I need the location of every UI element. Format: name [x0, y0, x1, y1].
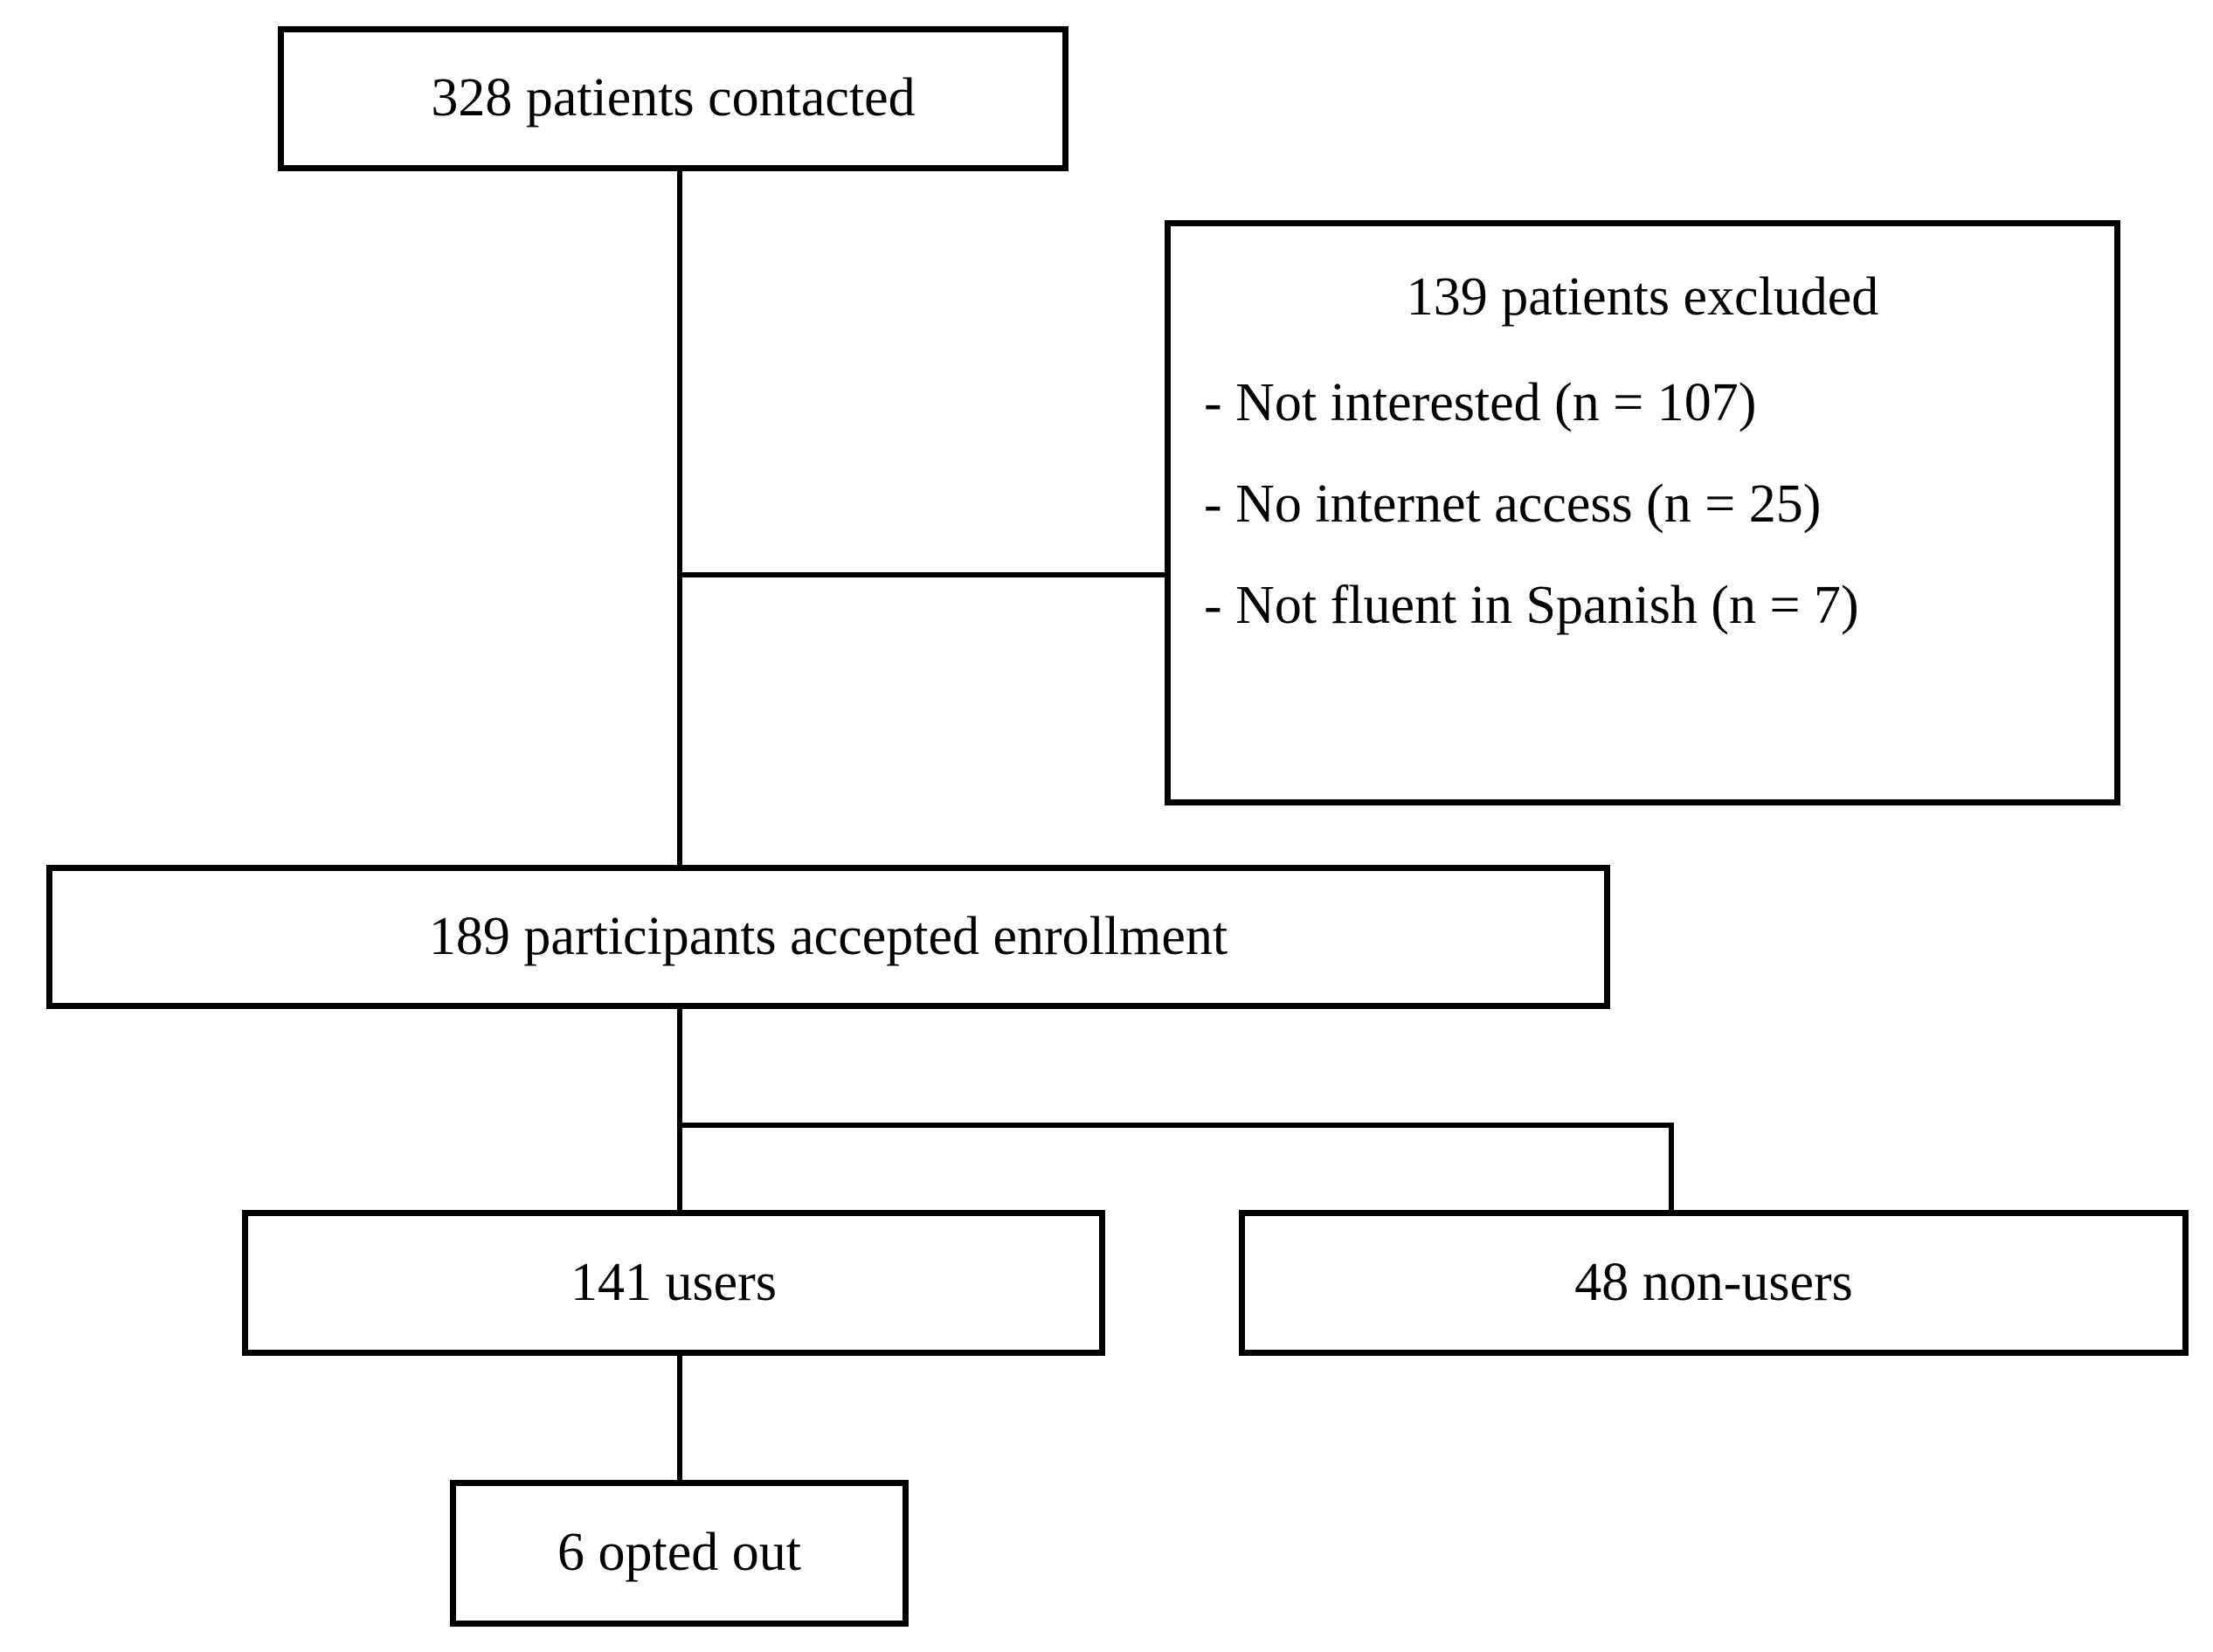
connector-enrolled-to-users [677, 1009, 682, 1210]
exclusion-reason-list: - Not interested (n = 107) - No internet… [1171, 376, 2114, 632]
exclusion-reason-item: - No internet access (n = 25) [1204, 474, 1822, 534]
node-participants-enrolled: 189 participants accepted enrollment [46, 865, 1610, 1009]
node-users-label: 141 users [571, 1252, 777, 1312]
connector-users-to-optedout [677, 1356, 682, 1482]
node-opted-out-label: 6 opted out [557, 1523, 801, 1583]
exclusion-reason-item: - Not fluent in Spanish (n = 7) [1204, 576, 1859, 635]
node-patients-contacted-label: 328 patients contacted [431, 68, 916, 128]
node-non-users: 48 non-users [1239, 1210, 2189, 1356]
exclusion-reason-item: - Not interested (n = 107) [1204, 373, 1757, 432]
connector-enrolled-split-bar [677, 1123, 1674, 1128]
node-patients-contacted: 328 patients contacted [278, 26, 1068, 171]
node-non-users-label: 48 non-users [1574, 1252, 1853, 1312]
node-participants-enrolled-label: 189 participants accepted enrollment [428, 906, 1228, 966]
node-patients-excluded: 139 patients excluded - Not interested (… [1165, 220, 2120, 805]
connector-contacted-to-enrolled [677, 171, 682, 865]
connector-contacted-to-excluded [677, 572, 1168, 577]
node-opted-out: 6 opted out [450, 1480, 909, 1627]
connector-enrolled-to-nonusers [1669, 1123, 1674, 1210]
node-patients-excluded-title: 139 patients excluded [1406, 267, 1879, 327]
node-users: 141 users [242, 1210, 1105, 1356]
